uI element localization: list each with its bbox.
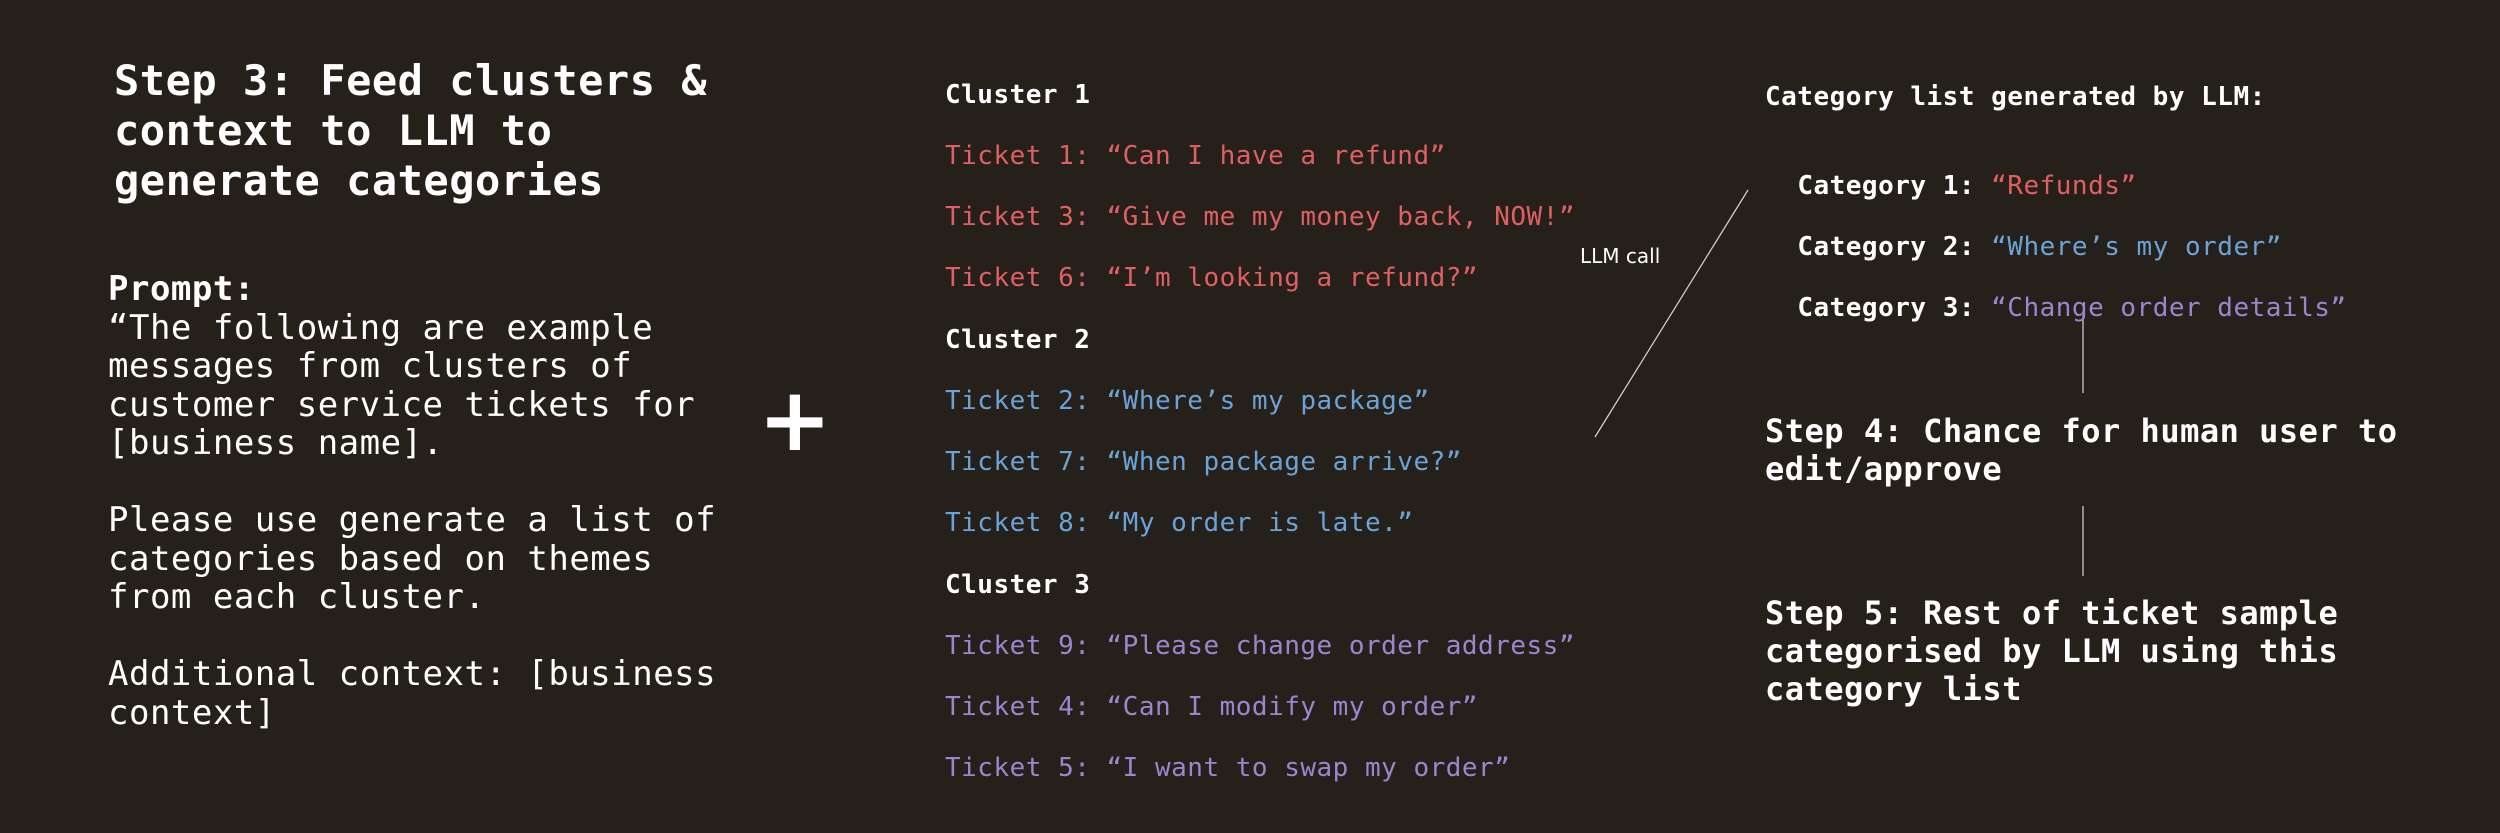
prompt-block: Prompt: “The following are example messa… (108, 270, 748, 732)
category-label: Category 3: (1797, 293, 1975, 323)
category-value: “Change order details” (1991, 293, 2347, 323)
category-list-heading: Category list generated by LLM: (1765, 82, 2266, 112)
step4-title: Step 4: Chance for human user to edit/ap… (1765, 412, 2398, 488)
cluster-1-ticket: Ticket 3: “Give me my money back, NOW!” (945, 202, 1575, 232)
category-row-3: Category 3: “Change order details” (1765, 263, 2347, 323)
prompt-paragraph-1: “The following are example messages from… (108, 307, 696, 463)
prompt-paragraph-3: Additional context: [business context] (108, 654, 717, 733)
cluster-3-ticket: Ticket 9: “Please change order address” (945, 631, 1575, 661)
cluster-2-heading: Cluster 2 (945, 325, 1091, 355)
llm-call-line (1594, 189, 1749, 438)
cluster-1-ticket: Ticket 6: “I’m looking a refund?” (945, 263, 1479, 293)
prompt-paragraph-2: Please use generate a list of categories… (108, 500, 717, 617)
cluster-2-ticket: Ticket 2: “Where’s my package” (945, 386, 1430, 416)
category-row-2: Category 2: “Where’s my order” (1765, 202, 2282, 262)
cluster-3-ticket: Ticket 4: “Can I modify my order” (945, 692, 1479, 722)
prompt-gap (108, 617, 748, 656)
category-label: Category 2: (1797, 232, 1975, 262)
category-value: “Where’s my order” (1991, 232, 2282, 262)
prompt-gap (108, 463, 748, 502)
cluster-column: Cluster 1 Ticket 1: “Can I have a refund… (945, 0, 1574, 783)
cluster-1-heading: Cluster 1 (945, 80, 1091, 110)
cluster-3-ticket: Ticket 5: “I want to swap my order” (945, 753, 1511, 783)
cluster-2-ticket: Ticket 8: “My order is late.” (945, 508, 1414, 538)
step5-title: Step 5: Rest of ticket sample categorise… (1765, 594, 2339, 708)
cluster-1-ticket: Ticket 1: “Can I have a refund” (945, 141, 1446, 171)
llm-call-label: LLM call (1580, 244, 1661, 268)
cluster-3-heading: Cluster 3 (945, 570, 1091, 600)
category-label: Category 1: (1797, 171, 1975, 201)
category-value: “Refunds” (1991, 171, 2137, 201)
prompt-label: Prompt: (108, 269, 255, 309)
cluster-2-ticket: Ticket 7: “When package arrive?” (945, 447, 1462, 477)
plus-icon: + (758, 368, 832, 471)
step3-title: Step 3: Feed clusters & context to LLM t… (114, 56, 708, 205)
category-row-1: Category 1: “Refunds” (1765, 141, 2137, 201)
